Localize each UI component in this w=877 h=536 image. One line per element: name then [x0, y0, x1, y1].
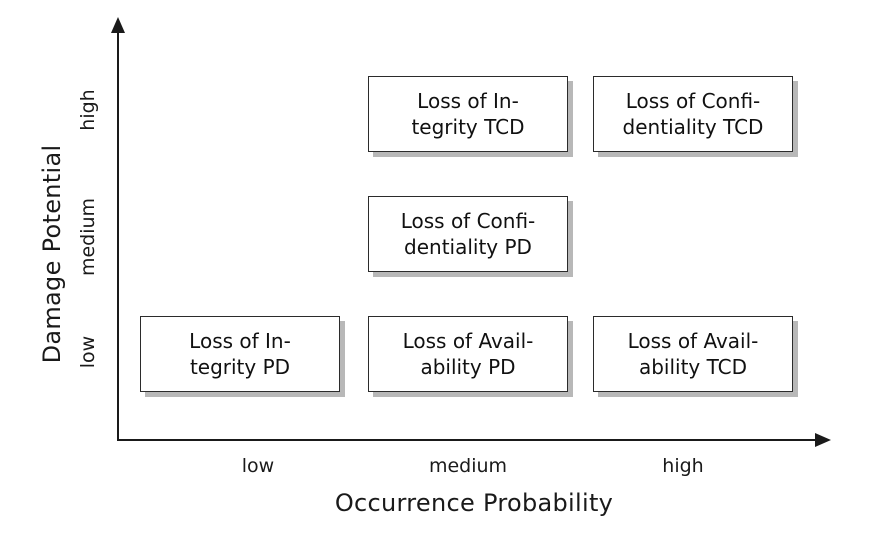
y-axis-arrow-icon	[111, 17, 125, 33]
risk-cell-line2: dentiality PD	[404, 235, 532, 259]
risk-cell-line1: Loss of Confi-	[400, 208, 536, 233]
x-axis-tick-medium: medium	[428, 455, 508, 477]
risk-cell-line2: tegrity PD	[189, 355, 291, 379]
x-axis-title: Occurrence Probability	[334, 489, 614, 517]
risk-cell-line2: ability TCD	[638, 355, 748, 379]
y-axis-title: Damage Potential	[38, 144, 66, 364]
risk-cell-line2: ability PD	[420, 355, 516, 379]
risk-cell-integrity-tcd[interactable]: Loss of In- tegrity TCD	[368, 76, 568, 152]
y-axis-tick-medium: medium	[77, 197, 99, 277]
risk-cell-line1: Loss of Avail-	[402, 328, 534, 353]
risk-cell-line2: dentiality TCD	[622, 115, 764, 139]
risk-cell-line1: Loss of In-	[189, 328, 291, 353]
risk-cell-confidentiality-tcd[interactable]: Loss of Confi- dentiality TCD	[593, 76, 793, 152]
risk-cell-line1: Loss of In-	[417, 88, 519, 113]
y-axis-tick-low: low	[77, 335, 99, 369]
x-axis-arrow-icon	[815, 433, 831, 447]
y-axis-line	[117, 30, 119, 441]
risk-cell-integrity-pd[interactable]: Loss of In- tegrity PD	[140, 316, 340, 392]
x-axis-line	[117, 439, 817, 441]
x-axis-tick-high: high	[662, 455, 704, 477]
risk-cell-line2: tegrity TCD	[411, 115, 525, 139]
risk-cell-availability-tcd[interactable]: Loss of Avail- ability TCD	[593, 316, 793, 392]
risk-cell-line1: Loss of Confi-	[625, 88, 761, 113]
risk-cell-line1: Loss of Avail-	[627, 328, 759, 353]
risk-cell-confidentiality-pd[interactable]: Loss of Confi- dentiality PD	[368, 196, 568, 272]
x-axis-tick-low: low	[241, 455, 275, 477]
risk-cell-availability-pd[interactable]: Loss of Avail- ability PD	[368, 316, 568, 392]
y-axis-tick-high: high	[77, 89, 99, 131]
